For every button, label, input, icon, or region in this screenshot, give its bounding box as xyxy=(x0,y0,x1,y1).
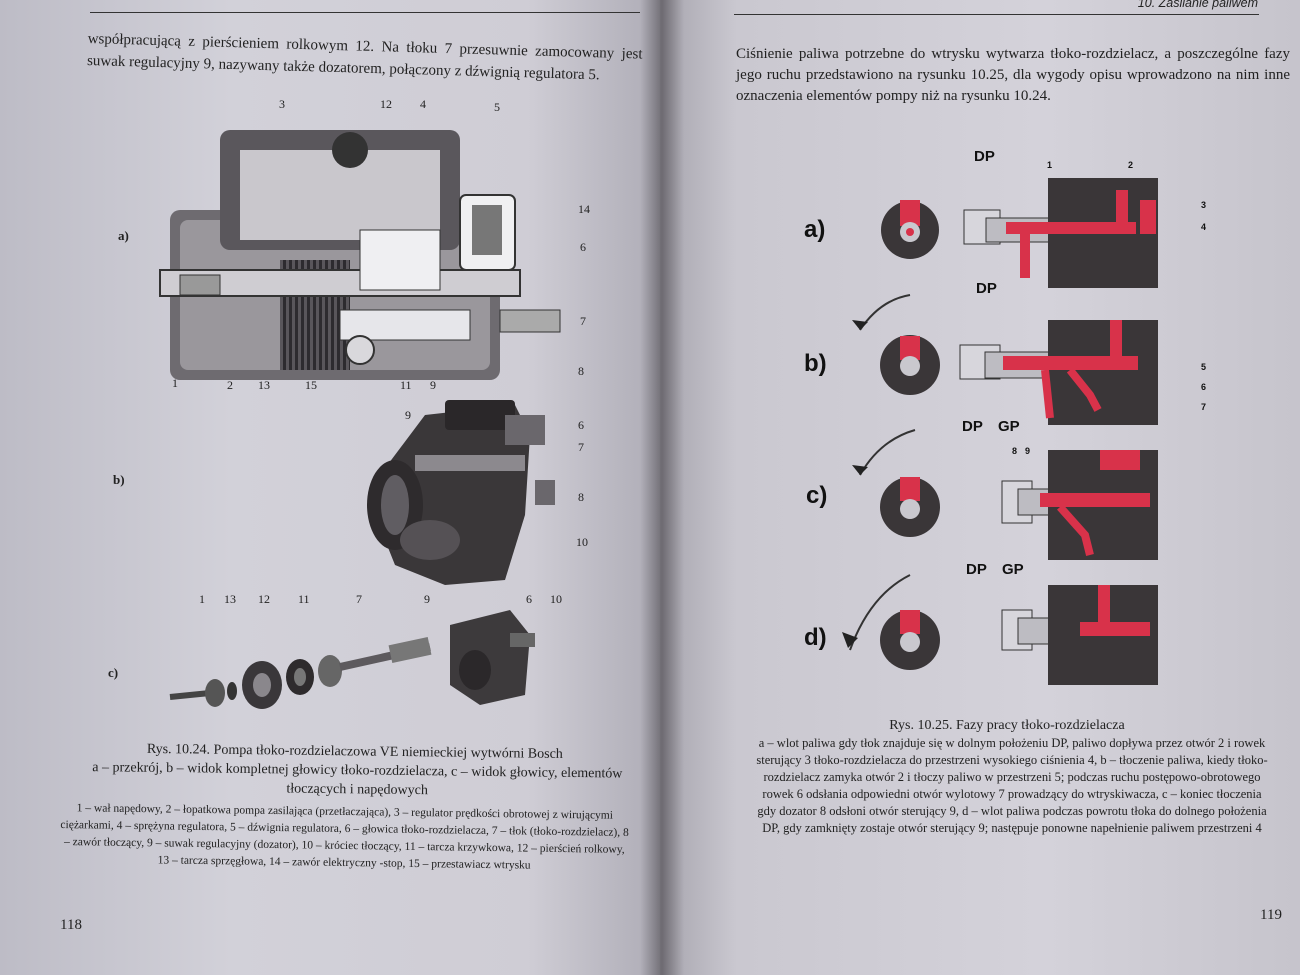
phase-c-num-9: 9 xyxy=(1025,446,1031,456)
right-page-number: 119 xyxy=(1260,907,1282,923)
callout-a-4: 4 xyxy=(420,97,426,111)
top-rule-right xyxy=(734,14,1259,15)
phase-b-num-7: 7 xyxy=(1201,402,1207,412)
right-intro-paragraph: Ciśnienie paliwa potrzebne do wtrysku wy… xyxy=(736,46,1290,104)
phase-b-dp-label: DP xyxy=(976,280,997,297)
distributor-head-photo-illustration xyxy=(367,400,555,585)
callout-a-12: 12 xyxy=(380,97,392,111)
callout-a-7: 7 xyxy=(580,314,586,328)
phase-label-d: d) xyxy=(804,624,827,651)
left-figure-caption-subtitle: a – przekrój, b – widok kompletnej głowi… xyxy=(92,760,623,799)
phase-a-num-1: 1 xyxy=(1047,160,1053,170)
top-rule xyxy=(90,12,640,13)
callout-b-7: 7 xyxy=(578,440,584,454)
running-head: 10. Zasilanie paliwem xyxy=(1137,0,1258,10)
callout-a-14: 14 xyxy=(578,202,590,216)
callout-a-3: 3 xyxy=(279,97,285,111)
callout-a-9: 9 xyxy=(430,378,436,392)
left-figure-legend: 1 – wał napędowy, 2 – łopatkowa pompa za… xyxy=(60,802,629,872)
callout-c-6: 6 xyxy=(526,592,532,606)
phase-a-num-4: 4 xyxy=(1201,222,1207,232)
callout-a-6: 6 xyxy=(580,240,586,254)
phase-a-num-3: 3 xyxy=(1201,200,1207,210)
phase-label-a: a) xyxy=(804,216,826,243)
phase-d-diagram xyxy=(842,574,1158,685)
phase-a-num-2: 2 xyxy=(1128,160,1134,170)
pump-cross-section-illustration xyxy=(159,130,561,380)
callout-b-6: 6 xyxy=(578,418,584,432)
phase-d-gp-label: GP xyxy=(1002,561,1024,578)
callout-a-2: 2 xyxy=(227,378,233,392)
right-figure-caption-body: a – wlot paliwa gdy tłok znajduje się w … xyxy=(756,736,1268,835)
phase-c-num-8: 8 xyxy=(1012,446,1018,456)
right-page: 10. Zasilanie paliwem Ciśnienie paliwa p… xyxy=(660,0,1300,975)
phase-label-b: b) xyxy=(804,350,827,377)
phase-c-gp-label: GP xyxy=(998,418,1020,435)
callout-b-10: 10 xyxy=(576,535,588,549)
phase-c-dp-label: DP xyxy=(962,418,983,435)
callout-c-11: 11 xyxy=(298,592,310,606)
phase-label-c: c) xyxy=(806,482,828,509)
callout-a-13: 13 xyxy=(258,378,270,392)
exploded-view-illustration xyxy=(169,610,535,709)
phase-b-num-6: 6 xyxy=(1201,382,1207,392)
callout-a-1: 1 xyxy=(172,376,178,390)
phase-a-diagram xyxy=(881,178,1158,288)
callout-a-5: 5 xyxy=(494,100,500,114)
phase-d-dp-label: DP xyxy=(966,561,987,578)
phase-a-dp-label: DP xyxy=(974,148,995,165)
callout-c-9: 9 xyxy=(424,592,430,606)
figure-label-b: b) xyxy=(113,472,125,487)
phase-b-diagram xyxy=(852,294,1158,425)
left-intro-paragraph: współpracującą z pierścieniem rolkowym 1… xyxy=(86,30,643,84)
callout-a-8: 8 xyxy=(578,364,584,378)
callout-b-8: 8 xyxy=(578,490,584,504)
figure-label-c: c) xyxy=(108,665,119,680)
phase-b-num-5: 5 xyxy=(1201,362,1207,372)
figure-label-a: a) xyxy=(118,228,129,243)
callout-c-10: 10 xyxy=(550,592,562,606)
right-figure-caption-title: Rys. 10.25. Fazy pracy tłoko-rozdzielacz… xyxy=(889,718,1125,733)
callout-c-7: 7 xyxy=(356,592,362,606)
callout-c-1: 1 xyxy=(199,592,205,606)
callout-b-9: 9 xyxy=(405,408,411,422)
callout-c-13: 13 xyxy=(224,592,236,606)
phase-c-diagram xyxy=(852,429,1158,560)
callout-c-12: 12 xyxy=(258,592,270,606)
callout-a-15: 15 xyxy=(305,378,317,392)
left-page: współpracującą z pierścieniem rolkowym 1… xyxy=(0,0,660,975)
left-page-number: 118 xyxy=(60,917,82,933)
callout-a-11: 11 xyxy=(400,378,412,392)
